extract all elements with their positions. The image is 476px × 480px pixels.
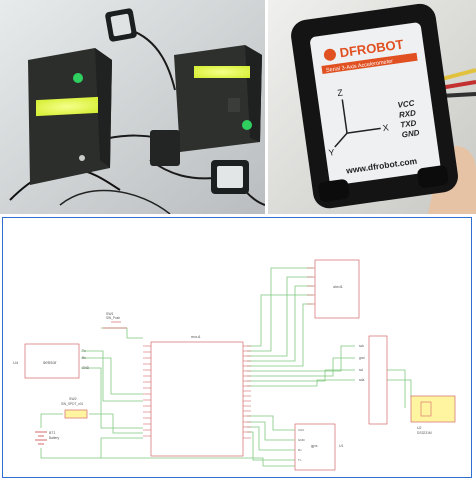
right-enclosure	[174, 45, 262, 152]
left-enclosure	[28, 48, 112, 185]
gps-pin-tx: Tx	[298, 458, 302, 462]
gps-block: gps U1 VCC GND Rx Tx	[294, 423, 344, 471]
sensor-closeup-photo: DFROBOT Serial 3-Axis Accelerometer Z X …	[268, 0, 476, 214]
header-pin-sck: sck	[359, 344, 364, 348]
sensor-block-name: sensor	[43, 360, 57, 365]
gps-name: gps	[311, 443, 317, 448]
oled-block: oled1	[307, 259, 360, 319]
axis-y-label: Y	[328, 147, 335, 158]
switch-sw2: SW2 SW_SPDT_x01	[61, 397, 88, 419]
mcu-block: mcu1	[143, 334, 251, 457]
sw2-name: SW_SPDT_x01	[61, 402, 84, 406]
wires	[40, 267, 412, 467]
gps-pin-rx: Rx	[298, 448, 302, 452]
pin-gnd: GND	[401, 128, 420, 139]
connector-block: sck gnd scl sda	[359, 335, 388, 425]
pin-vcc: VCC	[397, 98, 415, 109]
sw2-ref: SW2	[69, 397, 77, 401]
battery-ref: BT1	[49, 431, 55, 435]
sensor-pin-tx: Tx	[82, 349, 86, 353]
battery-name: Battery	[49, 436, 60, 440]
header-pin-gnd: gnd	[359, 356, 365, 360]
sensor-closeup-illustration: DFROBOT Serial 3-Axis Accelerometer Z X …	[268, 0, 476, 214]
oled-ref: oled1	[333, 284, 344, 289]
header-pin-sda: sda	[359, 378, 364, 382]
sensor-pin-gnd: GND	[82, 366, 90, 370]
sensor-housing: DFROBOT Serial 3-Axis Accelerometer Z X …	[291, 3, 458, 209]
sensor-block-ref: U4	[13, 360, 19, 365]
device-photo	[0, 0, 265, 214]
small-sensor-top	[105, 8, 137, 42]
circuit-schematic: sensor U4 Tx Rx GND SW1 SW_Push SW2 SW_S…	[2, 217, 472, 478]
gps-ref: U1	[339, 444, 344, 448]
sw1-name: SW_Push	[106, 316, 120, 320]
header-pin-scl: scl	[359, 368, 363, 372]
device-photo-illustration	[0, 0, 265, 214]
sensor-block: sensor U4 Tx Rx GND	[13, 343, 90, 379]
sensor-pin-rx: Rx	[82, 356, 86, 360]
pin-txd: TXD	[400, 118, 417, 129]
middle-module	[150, 130, 180, 166]
rtc-name: DS3231M	[417, 431, 432, 435]
battery-bt1: BT1 Battery	[35, 431, 60, 445]
switch-sw1: SW1 SW_Push	[103, 312, 127, 329]
small-sensor-bottom	[211, 160, 249, 194]
gps-pin-vcc: VCC	[298, 428, 305, 432]
pin-rxd: RXD	[398, 108, 416, 119]
rtc-ref: U2	[417, 426, 422, 430]
mcu-ref: mcu1	[191, 334, 202, 339]
axis-z-label: Z	[337, 87, 344, 98]
axis-x-label: X	[382, 122, 389, 133]
dfrobot-logo-icon	[323, 48, 336, 61]
schematic-drawing: sensor U4 Tx Rx GND SW1 SW_Push SW2 SW_S…	[13, 259, 456, 471]
gps-pin-gnd: GND	[298, 438, 306, 442]
sw1-ref: SW1	[106, 312, 114, 316]
rtc-block: U2 DS3231M	[410, 395, 456, 435]
